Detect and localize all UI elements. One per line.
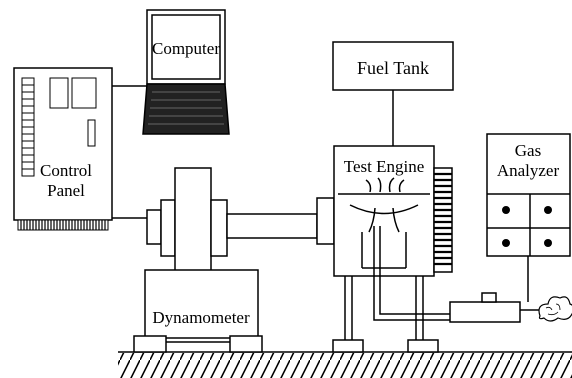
exhaust-smoke <box>538 296 572 322</box>
dynamometer: Dynamometer <box>133 167 318 353</box>
dynamometer-label: Dynamometer <box>152 308 250 327</box>
fuel-tank-label: Fuel Tank <box>357 58 429 78</box>
control-panel: Control Panel <box>13 67 113 231</box>
computer-keyboard <box>142 83 230 135</box>
gas-analyzer-label-line1: Gas <box>515 141 541 160</box>
engine-flywheel <box>433 167 453 273</box>
exhaust-system <box>373 226 572 323</box>
test-engine: Test Engine <box>316 145 453 353</box>
gas-analyzer: Gas Analyzer <box>486 133 571 302</box>
signal-wires <box>112 85 147 219</box>
test-engine-label: Test Engine <box>344 157 424 176</box>
analyzer-indicator <box>544 239 552 247</box>
fuel-tank: Fuel Tank <box>332 41 454 146</box>
control-panel-label-line2: Panel <box>47 181 85 200</box>
control-panel-label-line1: Control <box>40 161 92 180</box>
engine-cylinder <box>338 177 430 269</box>
computer: Computer <box>142 9 230 135</box>
gas-analyzer-label-line2: Analyzer <box>497 161 560 180</box>
ground-base <box>118 351 572 378</box>
analyzer-indicator <box>502 239 510 247</box>
computer-label: Computer <box>152 39 220 58</box>
analyzer-indicator <box>544 206 552 214</box>
analyzer-indicator <box>502 206 510 214</box>
control-panel-indicators <box>21 77 35 177</box>
